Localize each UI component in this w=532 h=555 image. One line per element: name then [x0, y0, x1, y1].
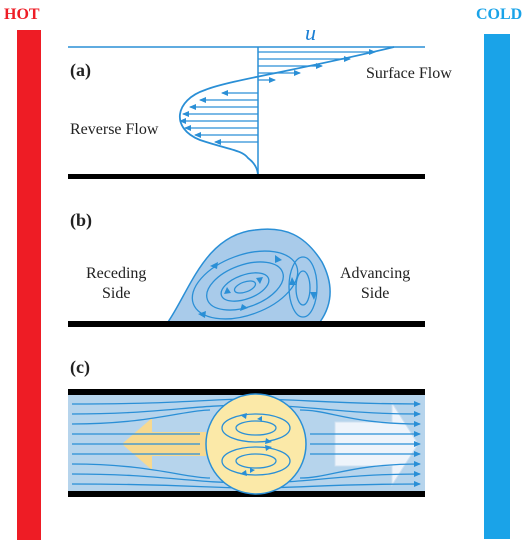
substrate-b — [68, 321, 425, 327]
cold-wall-bar — [484, 34, 510, 539]
panel-b — [68, 228, 425, 327]
cold-label: COLD — [476, 6, 523, 23]
channel-wall-bottom — [68, 491, 425, 497]
velocity-symbol: u — [305, 20, 316, 45]
internal-vortices — [221, 413, 291, 476]
surface-flow-label: Surface Flow — [366, 65, 452, 82]
panel-b-label: (b) — [70, 210, 92, 230]
channel-wall-top — [68, 389, 425, 395]
panel-c-label: (c) — [70, 357, 90, 377]
reverse-flow-arrows — [179, 90, 258, 145]
reverse-flow-label: Reverse Flow — [70, 121, 159, 138]
panel-a-label: (a) — [70, 60, 91, 80]
panel-a — [68, 46, 425, 179]
surface-flow-arrows — [258, 49, 376, 83]
internal-vortex-arrowheads — [240, 413, 272, 476]
left-vortex — [191, 250, 299, 320]
panel-c — [68, 389, 425, 497]
right-vortex — [288, 256, 318, 318]
hot-wall-bar — [17, 30, 41, 540]
vortex-arrowheads — [198, 255, 317, 318]
droplet-shape — [166, 228, 331, 323]
droplet-top-view — [205, 393, 307, 495]
advancing-side-label: Advancing Side — [340, 265, 411, 302]
receding-side-label: Receding Side — [86, 265, 147, 302]
substrate-a — [68, 174, 425, 179]
hot-label: HOT — [4, 6, 40, 23]
